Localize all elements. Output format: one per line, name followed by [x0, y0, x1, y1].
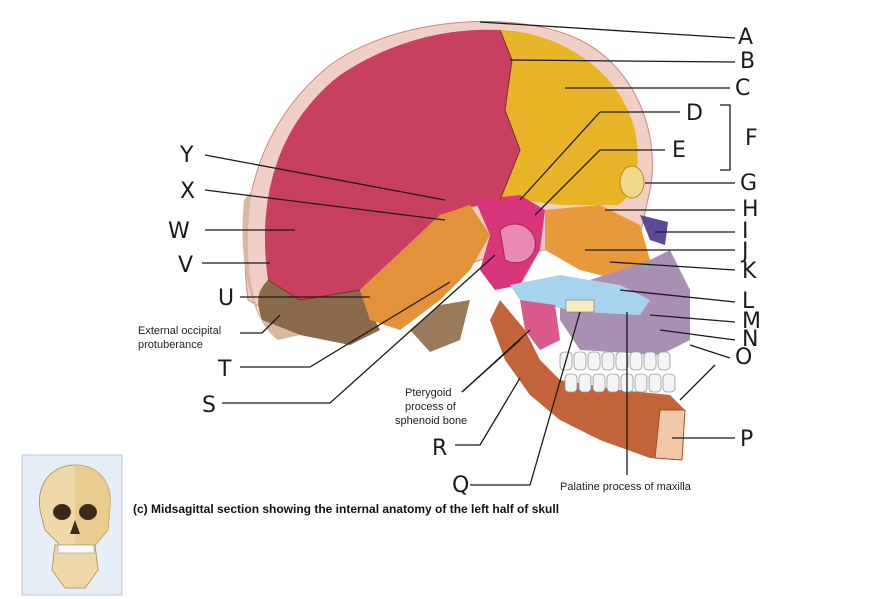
printed-labels: External occipital protuberance Pterygoi…: [138, 325, 692, 493]
nasal-bone: [640, 215, 668, 245]
label-external-occipital: External occipital: [138, 325, 221, 337]
mandible: [490, 300, 685, 460]
thumbnail-right-orbit: [79, 504, 97, 520]
label-t: T: [217, 357, 232, 382]
occipital-outer: [242, 190, 300, 340]
palatine-bone-plate: [565, 299, 595, 313]
figure-caption: (c) Midsagittal section showing the inte…: [133, 502, 559, 516]
label-v: V: [178, 253, 193, 278]
ethmoid-bone: [545, 205, 650, 280]
pterygoid-process: [520, 300, 560, 350]
label-p: P: [740, 427, 753, 452]
thumbnail-half-shade: [75, 465, 111, 545]
label-b: B: [740, 49, 755, 74]
temporal-bone: [360, 205, 490, 330]
letter-labels: A B C D E F G H I J K L M N O P Q R S T …: [168, 25, 761, 498]
label-process-of: process of: [405, 401, 457, 413]
thumbnail-nasal: [70, 520, 80, 534]
label-a: A: [738, 25, 753, 50]
thumbnail-teeth: [57, 544, 95, 554]
sphenoid-sinus: [499, 223, 536, 264]
upper-teeth: [559, 351, 671, 371]
label-y: Y: [179, 143, 194, 168]
label-palatine-process: Palatine process of maxilla: [560, 481, 692, 493]
label-sphenoid-bone: sphenoid bone: [395, 415, 467, 427]
label-protuberance: protuberance: [138, 339, 203, 351]
occipital-bone: [258, 280, 380, 345]
frontal-sinus: [619, 165, 645, 199]
label-g: G: [740, 171, 757, 196]
lower-teeth: [564, 373, 676, 393]
thumbnail-left-orbit: [53, 504, 71, 520]
lambdoid-suture: [267, 279, 361, 301]
label-k: K: [742, 259, 757, 284]
label-w: W: [168, 219, 190, 244]
mandibular-symphysis: [654, 409, 686, 461]
leader-lines: [202, 21, 736, 486]
thumbnail-skull: [21, 454, 123, 596]
label-s: S: [202, 393, 216, 418]
label-f: F: [745, 126, 758, 151]
label-d: D: [686, 101, 703, 126]
label-pterygoid: Pterygoid: [405, 387, 451, 399]
coronal-suture: [499, 29, 521, 201]
label-l: L: [742, 289, 755, 314]
mastoid-process: [410, 300, 470, 352]
label-r: R: [432, 436, 447, 461]
label-e: E: [672, 138, 686, 163]
label-c: C: [735, 76, 750, 101]
label-x: X: [180, 179, 195, 204]
label-n: N: [742, 327, 758, 352]
label-u: U: [218, 286, 234, 311]
label-o: O: [735, 345, 752, 370]
skull-illustration: [242, 20, 690, 461]
thumbnail-jaw: [51, 544, 99, 589]
label-i: I: [742, 219, 749, 244]
label-j: J: [740, 239, 749, 264]
frontal-bone: [500, 30, 638, 205]
label-h: H: [742, 197, 759, 222]
parietal-bone: [264, 29, 520, 300]
label-m: M: [742, 309, 761, 334]
label-q: Q: [452, 473, 469, 498]
